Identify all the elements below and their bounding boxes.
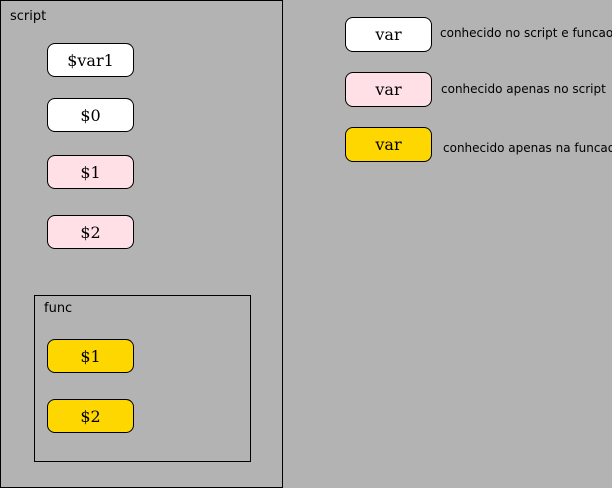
script-var-1: $1 [47, 155, 134, 189]
legend-text-yellow: conhecido apenas na funcao [443, 141, 612, 155]
func-var-1: $1 [47, 339, 134, 373]
legend-box-pink: var [345, 72, 432, 107]
func-var-2: $2 [47, 399, 134, 433]
script-var-0: $0 [47, 98, 134, 132]
func-frame-label: func [44, 301, 73, 316]
script-var-var1: $var1 [47, 43, 134, 77]
legend-box-white: var [345, 17, 432, 52]
script-var-2: $2 [47, 215, 134, 249]
func-frame [34, 295, 251, 462]
script-frame-label: script [10, 9, 47, 24]
legend-text-pink: conhecido apenas no script [441, 82, 606, 96]
legend-text-white: conhecido no script e funcao [440, 26, 612, 40]
legend-box-yellow: var [345, 127, 432, 162]
